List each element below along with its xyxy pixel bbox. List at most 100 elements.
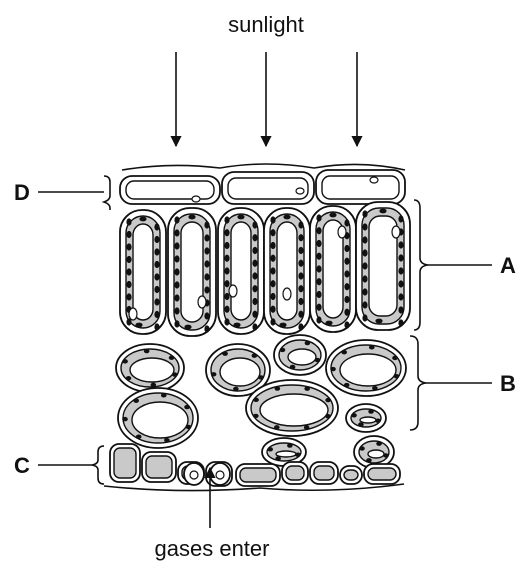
- chloroplast: [224, 318, 229, 325]
- chloroplast: [224, 306, 229, 313]
- spongy-vacuole: [340, 354, 396, 386]
- chloroplast: [174, 307, 179, 314]
- chloroplast: [252, 221, 257, 228]
- chloroplast: [161, 393, 167, 397]
- nucleus: [296, 188, 304, 194]
- chloroplast: [253, 398, 259, 402]
- chloroplast: [316, 253, 321, 260]
- label-a: A: [500, 253, 516, 278]
- lower-cell-inner: [344, 470, 358, 480]
- chloroplast: [164, 438, 170, 442]
- chloroplast: [362, 223, 367, 230]
- chloroplast: [135, 323, 142, 328]
- chloroplast: [136, 434, 142, 438]
- chloroplast: [344, 258, 349, 265]
- lower-cell-inner: [114, 448, 136, 478]
- chloroplast: [174, 268, 179, 275]
- chloroplast: [224, 229, 229, 236]
- chloroplast: [344, 309, 349, 316]
- chloroplast: [372, 386, 378, 390]
- palisade-vacuole: [277, 222, 297, 320]
- lower-epidermis-cell: [110, 444, 140, 482]
- lower-epidermis-cell: [364, 464, 400, 484]
- chloroplast: [122, 417, 128, 421]
- chloroplast: [315, 358, 321, 362]
- nucleus: [370, 177, 378, 183]
- chloroplast: [204, 273, 209, 280]
- chloroplast: [344, 296, 349, 303]
- chloroplast: [362, 236, 367, 243]
- chloroplast: [252, 285, 257, 292]
- chloroplast: [270, 293, 275, 300]
- chloroplast: [398, 241, 403, 248]
- chloroplast: [344, 270, 349, 277]
- chloroplast: [330, 367, 336, 371]
- chloroplast: [375, 419, 381, 423]
- chloroplast: [270, 306, 275, 313]
- chloroplast: [204, 234, 209, 241]
- chloroplast: [298, 311, 303, 318]
- chloroplast: [358, 422, 364, 426]
- chloroplast: [316, 291, 321, 298]
- chloroplast: [224, 293, 229, 300]
- chloroplast: [252, 353, 258, 357]
- chloroplast: [174, 242, 179, 249]
- chloroplast: [204, 312, 209, 319]
- lower-epidermis-cell: [340, 466, 362, 484]
- lower-cell-inner: [286, 466, 304, 480]
- chloroplast: [376, 442, 382, 446]
- chloroplast: [362, 262, 367, 269]
- chloroplast: [174, 216, 179, 223]
- sunlight-arrows: [176, 52, 357, 146]
- palisade-cell: [218, 208, 264, 334]
- lower-epidermis-cell: [310, 462, 338, 484]
- nucleus: [338, 226, 346, 238]
- chloroplast: [126, 281, 131, 288]
- chloroplast: [298, 323, 303, 330]
- chloroplast: [237, 215, 244, 220]
- chloroplast: [304, 425, 310, 429]
- epidermis-cell-inner: [322, 176, 399, 199]
- chloroplast: [252, 272, 257, 279]
- guard-cell-nucleus: [216, 471, 224, 479]
- chloroplast: [298, 247, 303, 254]
- chloroplast: [298, 285, 303, 292]
- chloroplast: [298, 221, 303, 228]
- chloroplast: [184, 325, 191, 330]
- chloroplast: [305, 341, 311, 345]
- chloroplast: [344, 321, 349, 328]
- spongy-cell: [274, 335, 326, 375]
- chloroplast: [204, 286, 209, 293]
- chloroplast: [126, 268, 131, 275]
- chloroplast: [174, 320, 179, 327]
- chloroplast: [204, 260, 209, 267]
- chloroplast: [267, 447, 273, 451]
- chloroplast: [133, 399, 139, 403]
- nucleus: [392, 226, 400, 238]
- chloroplast: [280, 348, 286, 352]
- chloroplast: [154, 248, 159, 255]
- sunlight-label: sunlight: [228, 12, 304, 37]
- chloroplast: [154, 223, 159, 230]
- palisade-vacuole: [231, 222, 251, 320]
- chloroplast: [126, 231, 131, 238]
- chloroplast: [169, 356, 175, 360]
- chloroplast: [154, 236, 159, 243]
- chloroplast: [174, 255, 179, 262]
- chloroplast: [275, 456, 281, 460]
- spongy-vacuole: [220, 358, 260, 386]
- nucleus: [283, 288, 291, 300]
- chloroplast: [224, 242, 229, 249]
- chloroplast: [126, 376, 132, 380]
- chloroplast: [351, 413, 357, 417]
- chloroplast: [325, 398, 331, 402]
- label-c: C: [14, 453, 30, 478]
- spongy-cell: [326, 340, 406, 396]
- chloroplast: [204, 221, 209, 228]
- spongy-vacuole: [132, 402, 188, 438]
- chloroplast: [275, 386, 281, 390]
- chloroplast: [325, 321, 332, 326]
- chloroplast: [126, 218, 131, 225]
- chloroplast: [298, 234, 303, 241]
- chloroplast: [368, 409, 374, 413]
